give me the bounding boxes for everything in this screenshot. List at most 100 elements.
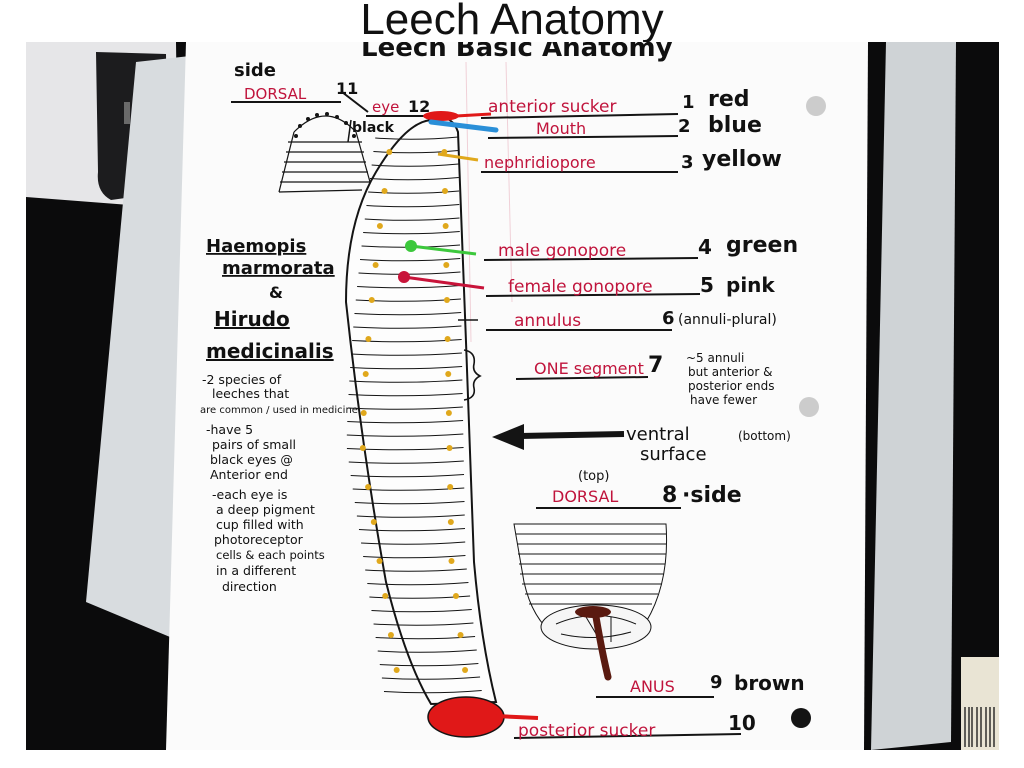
bullet-line: Anterior end [210,467,288,482]
label-num: 7 [648,353,663,378]
annulus-line [348,460,464,464]
annulus-line [347,406,463,410]
label-color: (annuli-plural) [678,312,777,328]
annulus-line [350,366,463,370]
annulus-line [348,393,463,397]
eye-color: black [352,120,395,136]
label-num: 5 [700,273,714,297]
segment-note-line: but anterior & [688,365,773,379]
notebook-photo: Leech Basic Anatomy side DORSAL 11 eye 1… [26,42,999,750]
nephridiopore-dot [382,593,389,599]
annulus-line [373,150,459,154]
bullet-line: are common / used in medicine [200,405,358,416]
nephridiopore-dot [452,593,459,599]
barcode-sticker [961,657,999,750]
posterior-sucker-mark [427,696,505,738]
bullet-line: a deep pigment [216,502,315,517]
nephridiopore-dot [381,188,388,194]
bullet-line: cells & each points [216,548,325,562]
annulus-line [361,541,466,545]
bullet-line: -have 5 [206,422,253,437]
posterior-sucker-color-dot [791,708,811,728]
label-num: 8 [662,483,677,508]
notes-heading: Leech Basic Anatomy [361,42,673,63]
nephridiopore-dot [444,336,451,342]
annulus-line [381,676,481,680]
label-num: 2 [678,116,691,137]
male-gonopore-line [410,244,477,256]
annulus-line [371,609,472,613]
nephridiopore-line [437,152,479,162]
bullet-line: in a different [216,563,296,578]
label-text: posterior sucker [518,721,655,741]
annulus-line [363,555,466,559]
anterior-sucker-mark [423,111,459,121]
ventral-arrow [519,431,625,439]
annulus-line [369,595,471,599]
ventral-label-1: ventral [626,424,690,445]
annulus-line [358,271,461,275]
annulus-line [358,528,466,532]
label-num: 1 [682,92,695,113]
nephridiopore-dot [370,519,377,525]
nephridiopore-dot [372,262,379,268]
species-amp: & [269,283,283,302]
annulus-line [368,190,460,194]
notebook-paper [166,42,868,750]
ventral-note: (bottom) [738,429,791,443]
label-text: ONE segment [534,359,644,378]
nephridiopore-dot [376,223,383,229]
bullet-line: black eyes @ [210,452,293,467]
annulus-line [353,325,462,329]
segment-note-line: posterior ends [688,379,775,393]
segment-note: ~5 annuli but anterior & posterior ends … [686,351,775,407]
species-notes: Haemopis marmorata & Hirudo medicinalis [206,236,335,363]
label-text: annulus [514,311,581,331]
label-num: 9 [710,672,723,693]
mini-leech-head [278,115,371,193]
label-num: 4 [698,235,712,259]
nephridiopore-dot [443,262,450,268]
label-text: Mouth [536,119,586,138]
dorsal-num-11: 11 [336,79,358,98]
label-num: 3 [681,152,694,173]
nephridiopore-dot [365,336,372,342]
eye-label: eye [372,98,399,116]
eye-num-12: 12 [408,97,430,116]
annulus-line [357,285,461,289]
label-num: 10 [728,711,756,735]
bullet-line: leeches that [212,386,289,401]
segment-note-line: have fewer [690,393,757,407]
annulus-line [349,379,463,383]
label-text: male gonopore [498,241,626,261]
annulus-line [354,312,462,316]
bullet-line: cup filled with [216,517,304,532]
annulus-line [365,568,467,572]
female-gonopore-line [403,275,485,290]
nephridiopore-dot [462,667,469,673]
annulus-line [375,136,459,140]
nephridiopore-dot [442,223,449,229]
annulus-line [383,690,482,694]
annulus-line [354,501,465,505]
nephridiopore-dot [442,188,448,194]
nephridiopore-dot [448,558,455,564]
annulus-line [347,420,464,424]
nephridiopore-dot [359,445,366,451]
annulus-line [369,177,459,181]
nephridiopore-dot [376,558,383,564]
anus-mark [592,613,612,681]
nephridiopore-dot [447,519,454,525]
species-line-2: marmorata [222,258,335,279]
label-color: pink [726,273,775,297]
annulus-line [367,582,469,586]
annulus-line [363,231,460,235]
annulus-line [346,433,464,437]
dorsal-label-top: DORSAL [244,85,307,103]
anterior-sucker-line [455,112,492,118]
nephridiopore-dot [457,632,464,638]
bullet-line: direction [222,579,277,594]
segment-note-line: ~5 annuli [686,351,744,365]
annulus-line [359,258,461,262]
nephridiopore-dot [443,297,450,303]
